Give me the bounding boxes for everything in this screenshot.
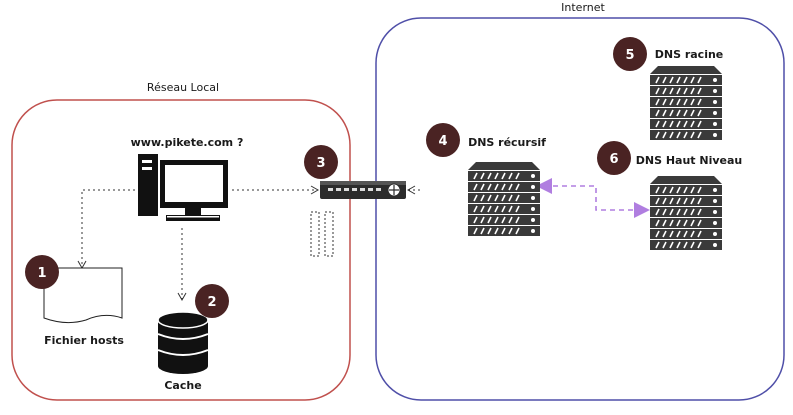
step-badge: 3 — [304, 145, 338, 179]
step-number: 5 — [625, 48, 634, 63]
local-network-zone: Réseau Local — [11, 81, 351, 401]
router — [310, 181, 406, 257]
step-number: 1 — [37, 266, 46, 281]
step-badge: 6 — [597, 141, 631, 175]
hosts-file: Fichier hosts — [43, 267, 124, 347]
server-rack-icon — [468, 162, 540, 236]
client-to-hosts-connector — [77, 189, 140, 270]
step-badge: 2 — [195, 284, 229, 318]
step-number: 6 — [609, 152, 618, 167]
server-rack-icon — [650, 66, 722, 140]
cache-label: Cache — [164, 379, 201, 392]
root-dns-label: DNS racine — [655, 48, 724, 61]
document-icon — [43, 267, 123, 324]
database-icon — [157, 311, 209, 374]
server-rack-icon — [650, 176, 722, 250]
recursive-dns-server: DNS récursif — [468, 136, 546, 236]
recursive-dns-label: DNS récursif — [468, 136, 546, 149]
tld-dns-label: DNS Haut Niveau — [636, 154, 743, 167]
step-badge: 5 — [613, 37, 647, 71]
recursive-to-tld-link — [536, 178, 650, 218]
step-badge: 4 — [426, 123, 460, 157]
tld-dns-server: DNS Haut Niveau — [636, 154, 743, 250]
step-badge: 1 — [25, 255, 59, 289]
step-number: 2 — [207, 295, 216, 310]
internet-zone: Internet — [375, 1, 785, 401]
client-query-label: www.pikete.com ? — [131, 136, 244, 149]
hosts-file-label: Fichier hosts — [44, 334, 124, 347]
cache-database: Cache — [157, 311, 209, 392]
connectors — [77, 185, 420, 302]
step-number: 4 — [438, 134, 447, 149]
client-computer: www.pikete.com ? — [131, 136, 244, 221]
router-cable-marks — [310, 211, 334, 257]
root-dns-server: DNS racine — [650, 48, 723, 140]
local-network-label: Réseau Local — [147, 81, 219, 94]
router-icon — [320, 181, 406, 199]
desktop-computer-icon — [138, 154, 228, 221]
step-number: 3 — [316, 156, 325, 171]
internet-label: Internet — [561, 1, 605, 14]
